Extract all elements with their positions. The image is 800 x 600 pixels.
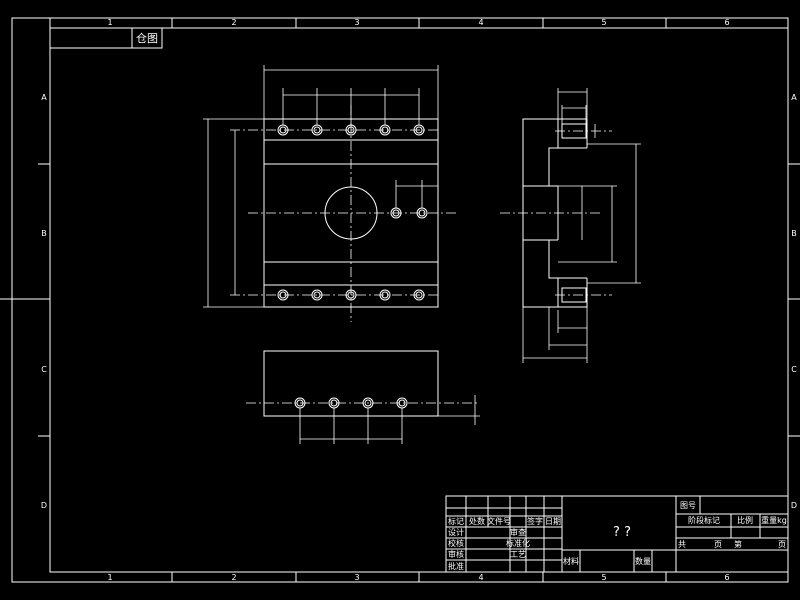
extra-label-review: 审查 xyxy=(510,527,526,537)
zone-col-3-top: 3 xyxy=(354,18,359,27)
rev-header-sign: 签字 xyxy=(527,516,543,526)
drawing-stamp: 仓图 xyxy=(50,27,163,49)
title-block: 标记 处数 文件号 签字 日期 设计 校核 审核 批准 审查 标准化 工艺 日期… xyxy=(445,495,789,573)
title-placeholder: ? ? xyxy=(613,525,631,540)
zone-row-b-left: B xyxy=(41,229,47,238)
zone-col-6-bottom: 6 xyxy=(724,573,729,582)
sheet-current-label: 第 xyxy=(734,539,742,549)
rev-header-count: 处数 xyxy=(469,516,485,526)
zone-col-5-bottom: 5 xyxy=(601,573,606,582)
zone-col-1-top: 1 xyxy=(107,18,112,27)
front-view xyxy=(203,65,456,322)
top-view xyxy=(246,350,480,444)
sheet-unit-label: 页 xyxy=(778,540,786,549)
weight-label: 重量kg xyxy=(761,515,787,525)
sheets-unit-label: 页 xyxy=(714,540,722,549)
zone-labels: 1 2 3 4 5 6 1 2 3 4 5 6 A B C D A B C D xyxy=(41,18,797,582)
zone-col-4-top: 4 xyxy=(478,18,483,27)
zone-row-a-right: A xyxy=(791,93,797,102)
rev-header-file: 文件号 xyxy=(487,516,511,526)
quantity-label: 数量 xyxy=(635,556,651,566)
zone-row-a-left: A xyxy=(41,93,47,102)
sig-row-process: 工艺 xyxy=(510,550,526,559)
sig-row-standard: 标准化 xyxy=(506,538,530,548)
material-label: 材料 xyxy=(563,556,579,566)
zone-col-1-bottom: 1 xyxy=(107,573,112,582)
sig-row-review: 审核 xyxy=(448,549,464,559)
zone-col-2-bottom: 2 xyxy=(231,573,236,582)
sig-row-check: 校核 xyxy=(448,538,464,548)
sig-row-design: 设计 xyxy=(448,527,464,537)
drawing-number-label: 图号 xyxy=(680,501,696,510)
scale-label: 比例 xyxy=(737,515,753,525)
stamp-label: 仓图 xyxy=(136,31,158,45)
stage-label: 阶段标记 xyxy=(688,515,720,525)
zone-row-c-left: C xyxy=(41,365,47,374)
zone-row-c-right: C xyxy=(791,365,797,374)
sig-row-approve: 批准 xyxy=(448,561,464,571)
zone-row-b-right: B xyxy=(791,229,797,238)
zone-col-4-bottom: 4 xyxy=(478,573,483,582)
zone-col-6-top: 6 xyxy=(724,18,729,27)
rev-header-date: 日期 xyxy=(545,517,561,526)
zone-col-5-top: 5 xyxy=(601,18,606,27)
drawing-frame xyxy=(0,17,800,583)
sheets-total-label: 共 xyxy=(678,540,686,549)
zone-ticks xyxy=(38,18,800,582)
zone-col-3-bottom: 3 xyxy=(354,573,359,582)
zone-row-d-left: D xyxy=(41,501,47,510)
side-section-view xyxy=(500,88,641,363)
zone-row-d-right: D xyxy=(791,501,797,510)
zone-col-2-top: 2 xyxy=(231,18,236,27)
rev-header-mark: 标记 xyxy=(448,516,464,526)
